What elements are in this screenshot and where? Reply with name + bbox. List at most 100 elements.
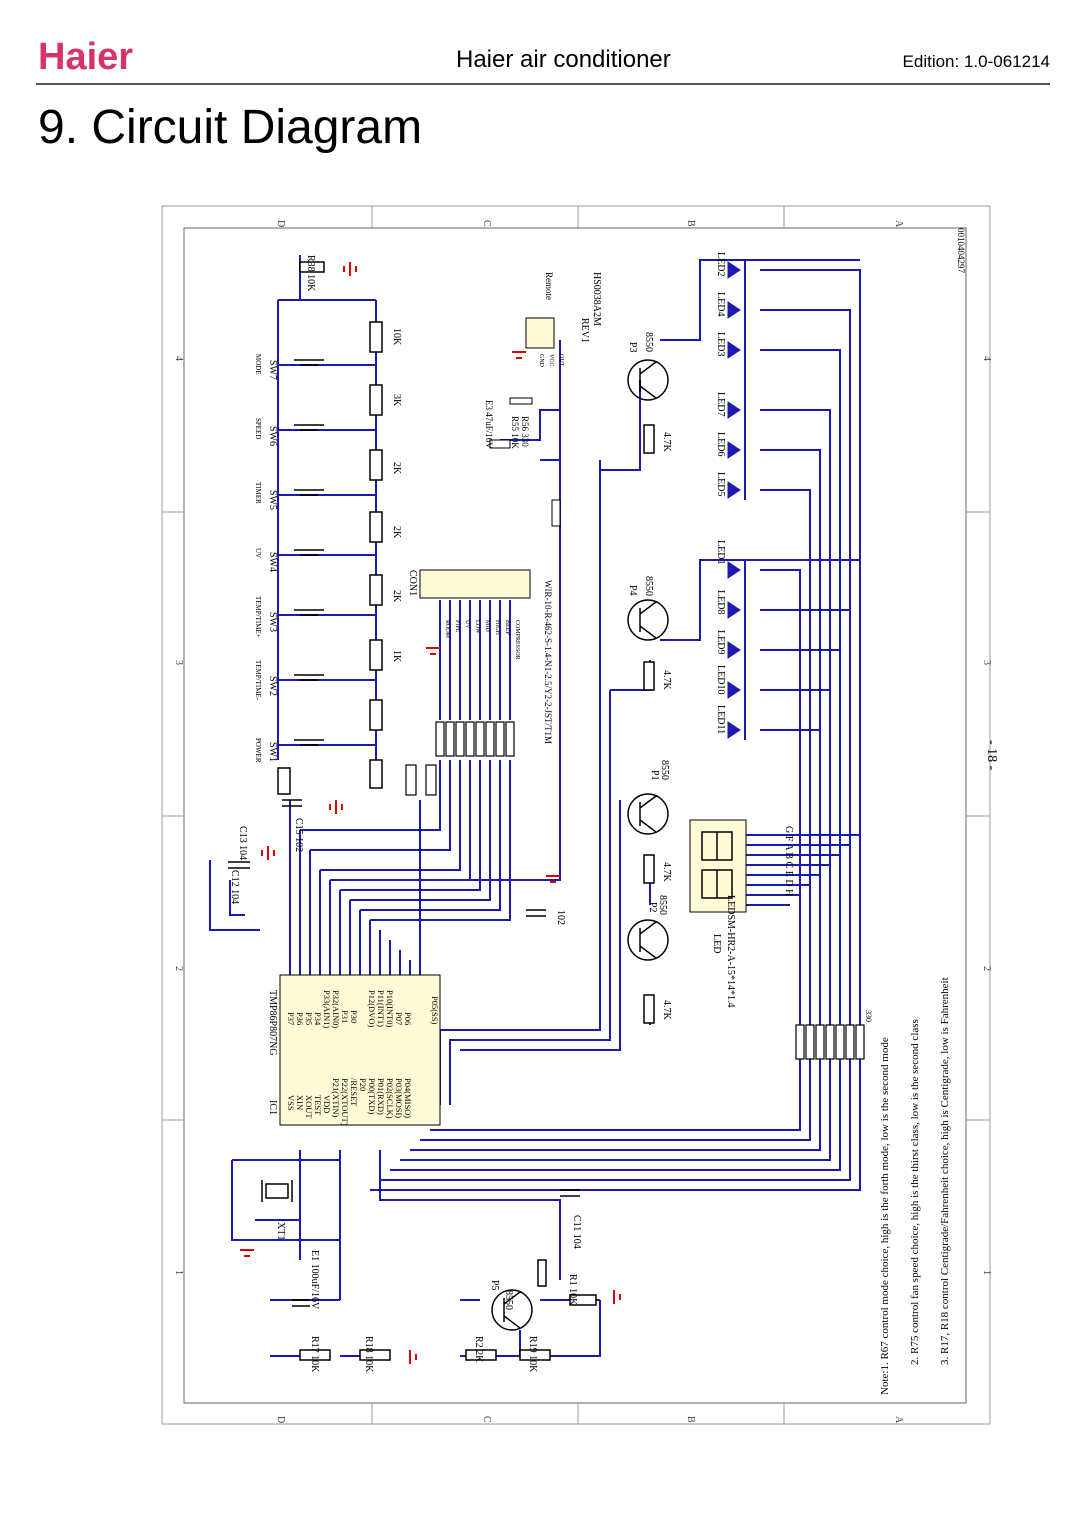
switch-sw1 — [294, 739, 324, 746]
schematic-label: 4.7K — [661, 862, 672, 883]
zone-labels: D C B A D C B A 4 3 2 1 4 3 2 1 — [173, 220, 992, 1424]
schematic-label: 4 — [173, 356, 184, 361]
schematic-label: 8550 — [659, 760, 670, 780]
schematic-label: TEST — [313, 1095, 323, 1116]
ground-icon — [409, 1350, 417, 1364]
schematic-label: VCC — [548, 354, 554, 366]
schematic-label: 1 — [981, 1270, 992, 1275]
switch-sw3 — [294, 609, 324, 616]
schematic-label: SW2 — [267, 676, 278, 696]
schematic-label: E3 47uF/16V — [484, 400, 494, 449]
schematic-label: C11 104 — [571, 1215, 582, 1249]
schematic-label: HS0038A2M — [591, 272, 602, 326]
schematic-label: 8550 — [657, 895, 668, 915]
schematic-label: C — [481, 220, 492, 227]
schematic-label: /RESET — [349, 1078, 359, 1107]
switches — [294, 359, 324, 746]
wiring — [209, 255, 861, 1357]
schematic-label: LED3 — [715, 332, 726, 356]
schematic-label: LED4 — [715, 292, 726, 316]
transistors — [491, 359, 669, 1331]
schematic-label: VDD — [322, 1095, 332, 1113]
schematic-label: COMPRESSOR — [514, 620, 520, 660]
schematic-label: C15 102 — [293, 818, 304, 852]
schematic-label: R55 10K — [510, 416, 520, 449]
ground-icon — [613, 1290, 621, 1304]
schematic-label: 8550 — [503, 1290, 514, 1310]
schematic-label: P34 — [313, 1012, 323, 1026]
schematic-label: 2K — [391, 526, 402, 539]
schematic-label: P37 — [286, 1012, 296, 1025]
schematic-label: LED1 — [715, 540, 726, 564]
schematic-label: P35 — [304, 1012, 314, 1025]
schematic-label: B — [685, 1416, 696, 1423]
schematic-label: P21(XTIN) — [331, 1078, 341, 1117]
schematic-label: SW7 — [267, 360, 278, 380]
schematic-label: P04(MISO) — [403, 1078, 413, 1118]
ground-icon — [546, 875, 560, 883]
transistor-p5 — [491, 1289, 533, 1331]
ground-icon — [329, 800, 343, 814]
schematic-label: D — [275, 220, 286, 227]
ground-icon — [261, 846, 275, 860]
schematic-label: LED — [711, 934, 722, 953]
schematic-label: MODE — [254, 354, 262, 375]
edition-value: 1.0-061214 — [963, 52, 1050, 71]
schematic-label: P05(SS) — [430, 996, 440, 1025]
schematic-label: A — [893, 1416, 904, 1424]
schematic-label: SW3 — [267, 612, 278, 632]
outer-frame — [161, 205, 991, 1425]
schematic-label: C — [481, 1416, 492, 1423]
schematic-label: TMP86P807NG — [267, 990, 278, 1056]
schematic-label: HIGH — [494, 620, 500, 636]
schematic-label: G F A B C E D H — [783, 826, 794, 896]
schematic-label: TEMP/TIME- — [254, 660, 262, 701]
schematic-label: R1 10K — [567, 1274, 578, 1306]
switch-sw7 — [294, 359, 324, 366]
schematic-label: 4.7K — [661, 432, 672, 453]
schematic-label: ROOM — [444, 620, 450, 639]
note-3: 3. R17, R18 control Centigrade/Fahrenhei… — [939, 977, 951, 1365]
transistor-p1 — [627, 793, 669, 835]
led-6 — [727, 441, 741, 459]
schematic-label: 102 — [555, 910, 566, 925]
schematic-label: LED6 — [715, 432, 726, 456]
led-11 — [727, 721, 741, 739]
schematic-label: 8550 — [643, 576, 654, 596]
edition-info: Edition: 1.0-061214 — [903, 52, 1050, 72]
schematic-label: SW5 — [267, 490, 278, 510]
schematic-label: R56 330 — [520, 416, 530, 447]
segment-res-value: 330 — [864, 1010, 873, 1022]
switch-sw6 — [294, 424, 324, 431]
schematic-label: R38 10K — [305, 255, 316, 292]
switch-resistors — [277, 261, 383, 795]
logo-text: Haier — [38, 36, 133, 76]
schematic-label: LED11 — [715, 705, 726, 734]
schematic-label: P02(SCLK) — [385, 1078, 395, 1119]
passive-labels: XT1 E1 100uF/16V C11 104 R17 10K R18 10K… — [229, 818, 582, 1373]
schematic-label: P33(AIN1) — [322, 990, 332, 1028]
schematic-label: IC1 — [267, 1100, 278, 1115]
schematic-label: LED10 — [715, 665, 726, 694]
schematic-label: P31 — [340, 1010, 350, 1023]
note-2: 2. R75 control fan speed choice, high is… — [909, 1019, 921, 1365]
remote-receiver: Remote REV1 HS0038A2M GND VCC OUT E3 47u… — [484, 272, 602, 527]
schematic-label: CON1 — [407, 570, 418, 596]
led-10 — [727, 681, 741, 699]
schematic-label: UV — [254, 548, 262, 558]
schematic-label: P1 — [649, 770, 660, 781]
led-1 — [727, 561, 741, 579]
schematic-label: 3 — [981, 660, 992, 665]
schematic-label: PIPE — [454, 620, 460, 633]
page-title: 9. Circuit Diagram — [38, 101, 423, 154]
schematic-label: REV1 — [579, 318, 590, 343]
led-5 — [727, 481, 741, 499]
schematic-label: P03(MOSI) — [394, 1078, 404, 1118]
schematic-label: VSS — [286, 1095, 296, 1111]
led-2 — [727, 261, 741, 279]
schematic-label: WIR-10-R-462-S-1.4-N1-2.5/Y2-2-JST/T1M — [543, 580, 553, 744]
leds — [727, 261, 741, 739]
led-labels: LED2 LED4 LED3 LED7 LED6 LED5 LED1 LED8 … — [715, 252, 726, 734]
schematic-label: P00(TXD) — [367, 1078, 377, 1115]
schematic-label: R19 10K — [527, 1336, 538, 1373]
